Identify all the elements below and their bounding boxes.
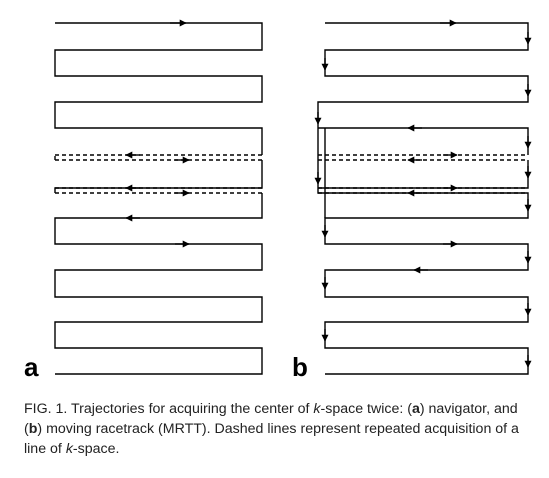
caption-fig-number: FIG. 1. — [24, 401, 68, 417]
panel-a-navigator-dashed-1 — [54, 154, 262, 161]
caption-k: k — [313, 401, 321, 417]
trajectory-diagram — [54, 19, 532, 375]
caption-text: -space twice: ( — [320, 401, 412, 417]
panel-b-raster-path — [317, 22, 529, 375]
caption-text: ) moving racetrack (MRTT). Dashed lines … — [24, 421, 519, 457]
panel-b-trajectory — [314, 19, 532, 375]
panel-b-dashed-2 — [318, 187, 528, 194]
caption-panel-a-ref: a — [411, 401, 420, 417]
panel-b-racetrack-outer — [318, 127, 529, 189]
panel-b-label: b — [292, 352, 308, 382]
panel-a-trajectory — [54, 19, 263, 375]
caption-text: Trajectories for acquiring the center of — [67, 401, 314, 417]
panel-a-raster-path — [54, 22, 263, 375]
panel-a-navigator-connector — [54, 160, 263, 193]
caption-panel-b-ref: b — [28, 421, 38, 437]
figure-caption: FIG. 1. Trajectories for acquiring the c… — [24, 399, 534, 459]
caption-text: -space. — [72, 441, 120, 457]
panel-a-label: a — [24, 352, 39, 382]
caption-text: ) navigator, and ( — [24, 401, 518, 437]
caption-k: k — [65, 441, 73, 457]
panel-a-navigator-dashed-2 — [55, 187, 262, 194]
panel-b-dashed-1 — [318, 154, 528, 161]
